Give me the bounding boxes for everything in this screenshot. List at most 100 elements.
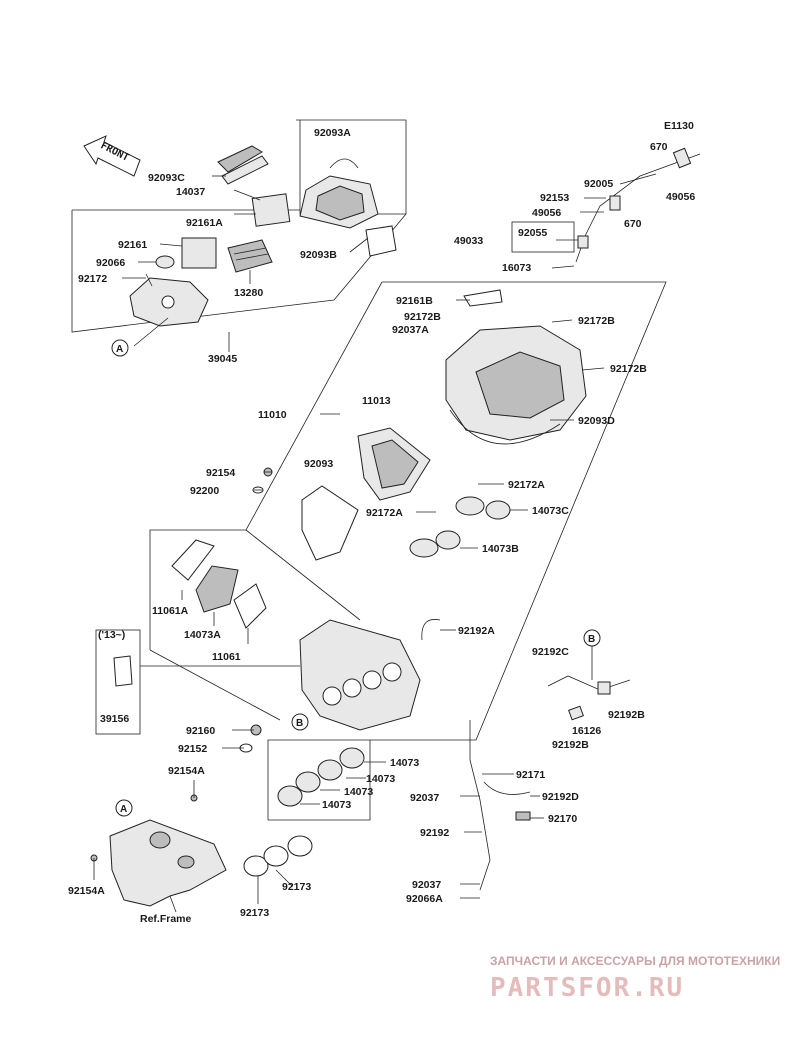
filter-cover-92093A-icon bbox=[299, 158, 379, 229]
label-14073-2: 14073 bbox=[366, 773, 395, 785]
label-92093D: 92093D bbox=[578, 415, 615, 427]
part-39156-icon bbox=[113, 655, 133, 687]
plate-11061-icon bbox=[233, 583, 267, 629]
hose-92192A-icon bbox=[421, 619, 441, 641]
leader-lines bbox=[93, 173, 657, 913]
plate-92161B-icon bbox=[463, 289, 503, 307]
label-92154A-lower: 92154A bbox=[68, 885, 105, 897]
vent-hose-icon bbox=[469, 720, 531, 891]
bolt-92172-icon bbox=[145, 273, 153, 287]
label-92173-right: 92173 bbox=[282, 881, 311, 893]
label-16073: 16073 bbox=[502, 262, 531, 274]
boot-14073-icon bbox=[277, 747, 365, 807]
year-note-frame bbox=[95, 629, 141, 735]
label-92093B: 92093B bbox=[300, 249, 337, 261]
label-92153: 92153 bbox=[540, 192, 569, 204]
filter-13280-icon bbox=[227, 239, 273, 273]
label-92055: 92055 bbox=[518, 227, 547, 239]
label-13280: 13280 bbox=[234, 287, 263, 299]
label-16126: 16126 bbox=[572, 725, 601, 737]
intake-cover-icon bbox=[445, 325, 587, 445]
clamp-92173-icon bbox=[243, 835, 313, 877]
label-92192A: 92192A bbox=[458, 625, 495, 637]
label-11013: 11013 bbox=[362, 395, 391, 407]
label-92172A-right: 92172A bbox=[508, 479, 545, 491]
label-14073-4: 14073 bbox=[322, 799, 351, 811]
label-92172B-left: 92172B bbox=[404, 311, 441, 323]
bracket-92055 bbox=[511, 221, 575, 253]
part-labels: 92093A 92093C 14037 92161A 92093B 92161 … bbox=[68, 127, 695, 925]
label-11061A: 11061A bbox=[152, 605, 189, 617]
label-92172A-left: 92172A bbox=[366, 507, 403, 519]
label-92161: 92161 bbox=[118, 239, 147, 251]
label-11061: 11061 bbox=[212, 651, 241, 663]
funnel-14073B-icon bbox=[409, 530, 461, 558]
watermark-tagline: ЗАПЧАСТИ И АКСЕССУАРЫ ДЛЯ МОТОТЕХНИКИ bbox=[490, 954, 780, 968]
label-92200: 92200 bbox=[190, 485, 219, 497]
label-92093A: 92093A bbox=[314, 127, 351, 139]
label-92172: 92172 bbox=[78, 273, 107, 285]
front-arrow-icon: FRONT bbox=[83, 135, 141, 177]
gasket-92093-icon bbox=[301, 485, 359, 561]
label-49056-right: 49056 bbox=[666, 191, 695, 203]
year-note: ('13~) bbox=[98, 629, 125, 641]
label-49033: 49033 bbox=[454, 235, 483, 247]
assembly-frame-lines bbox=[149, 281, 667, 821]
label-92160: 92160 bbox=[186, 725, 215, 737]
label-11010: 11010 bbox=[258, 409, 287, 421]
label-14073B: 14073B bbox=[482, 543, 519, 555]
diagram-code: E1130 bbox=[664, 120, 694, 132]
label-92037-upper: 92037 bbox=[410, 792, 439, 804]
plate-14073A-icon bbox=[195, 565, 239, 613]
label-92066: 92066 bbox=[96, 257, 125, 269]
filter-element-14037-icon bbox=[217, 145, 269, 185]
callout-b-left: B bbox=[291, 713, 309, 731]
callout-a-lower: A bbox=[115, 799, 133, 817]
label-92192: 92192 bbox=[420, 827, 449, 839]
label-92152: 92152 bbox=[178, 743, 207, 755]
svg-text:B: B bbox=[588, 634, 595, 645]
label-92093C: 92093C bbox=[148, 172, 185, 184]
label-92037A: 92037A bbox=[392, 324, 429, 336]
housing-39045-icon bbox=[129, 277, 209, 327]
label-92161B: 92161B bbox=[396, 295, 433, 307]
label-49056-left: 49056 bbox=[532, 207, 561, 219]
label-92192B-left: 92192B bbox=[552, 739, 589, 751]
cap-92066-icon bbox=[155, 255, 175, 269]
label-14073-3: 14073 bbox=[344, 786, 373, 798]
label-14073A: 14073A bbox=[184, 629, 221, 641]
watermark-brand: PARTSFOR.RU bbox=[490, 973, 684, 1003]
pad-92161-icon bbox=[181, 237, 217, 269]
airbox-lid-11013-icon bbox=[357, 427, 431, 501]
watermark: ЗАПЧАСТИ И АКСЕССУАРЫ ДЛЯ МОТОТЕХНИКИ PA… bbox=[490, 954, 780, 1003]
hose-assembly-B-icon bbox=[547, 675, 631, 721]
label-92173-lower: 92173 bbox=[240, 907, 269, 919]
ref-frame-label: Ref.Frame bbox=[140, 913, 192, 925]
label-92154A-upper: 92154A bbox=[168, 765, 205, 777]
svg-text:B: B bbox=[296, 718, 303, 729]
label-14073-1: 14073 bbox=[390, 757, 419, 769]
label-92093: 92093 bbox=[304, 458, 333, 470]
label-92192B-right: 92192B bbox=[608, 709, 645, 721]
label-39156: 39156 bbox=[100, 713, 129, 725]
label-92154: 92154 bbox=[206, 467, 235, 479]
label-92161A: 92161A bbox=[186, 217, 223, 229]
label-92192D: 92192D bbox=[542, 791, 579, 803]
seal-92093B-icon bbox=[365, 225, 397, 257]
label-14073C: 14073C bbox=[532, 505, 569, 517]
label-92172B-lower: 92172B bbox=[610, 363, 647, 375]
label-39045: 39045 bbox=[208, 353, 237, 365]
label-92037-lower: 92037 bbox=[412, 879, 441, 891]
callout-b-right: B bbox=[583, 629, 601, 647]
label-92066A: 92066A bbox=[406, 893, 443, 905]
frame-icon bbox=[109, 819, 227, 907]
pad-92161A-icon bbox=[251, 193, 291, 227]
label-670-top: 670 bbox=[650, 141, 668, 153]
label-92005: 92005 bbox=[584, 178, 613, 190]
plate-11061A-icon bbox=[171, 539, 215, 581]
label-670-bottom: 670 bbox=[624, 218, 642, 230]
funnel-14073C-icon bbox=[455, 496, 511, 520]
label-92170: 92170 bbox=[548, 813, 577, 825]
label-92171: 92171 bbox=[516, 769, 545, 781]
